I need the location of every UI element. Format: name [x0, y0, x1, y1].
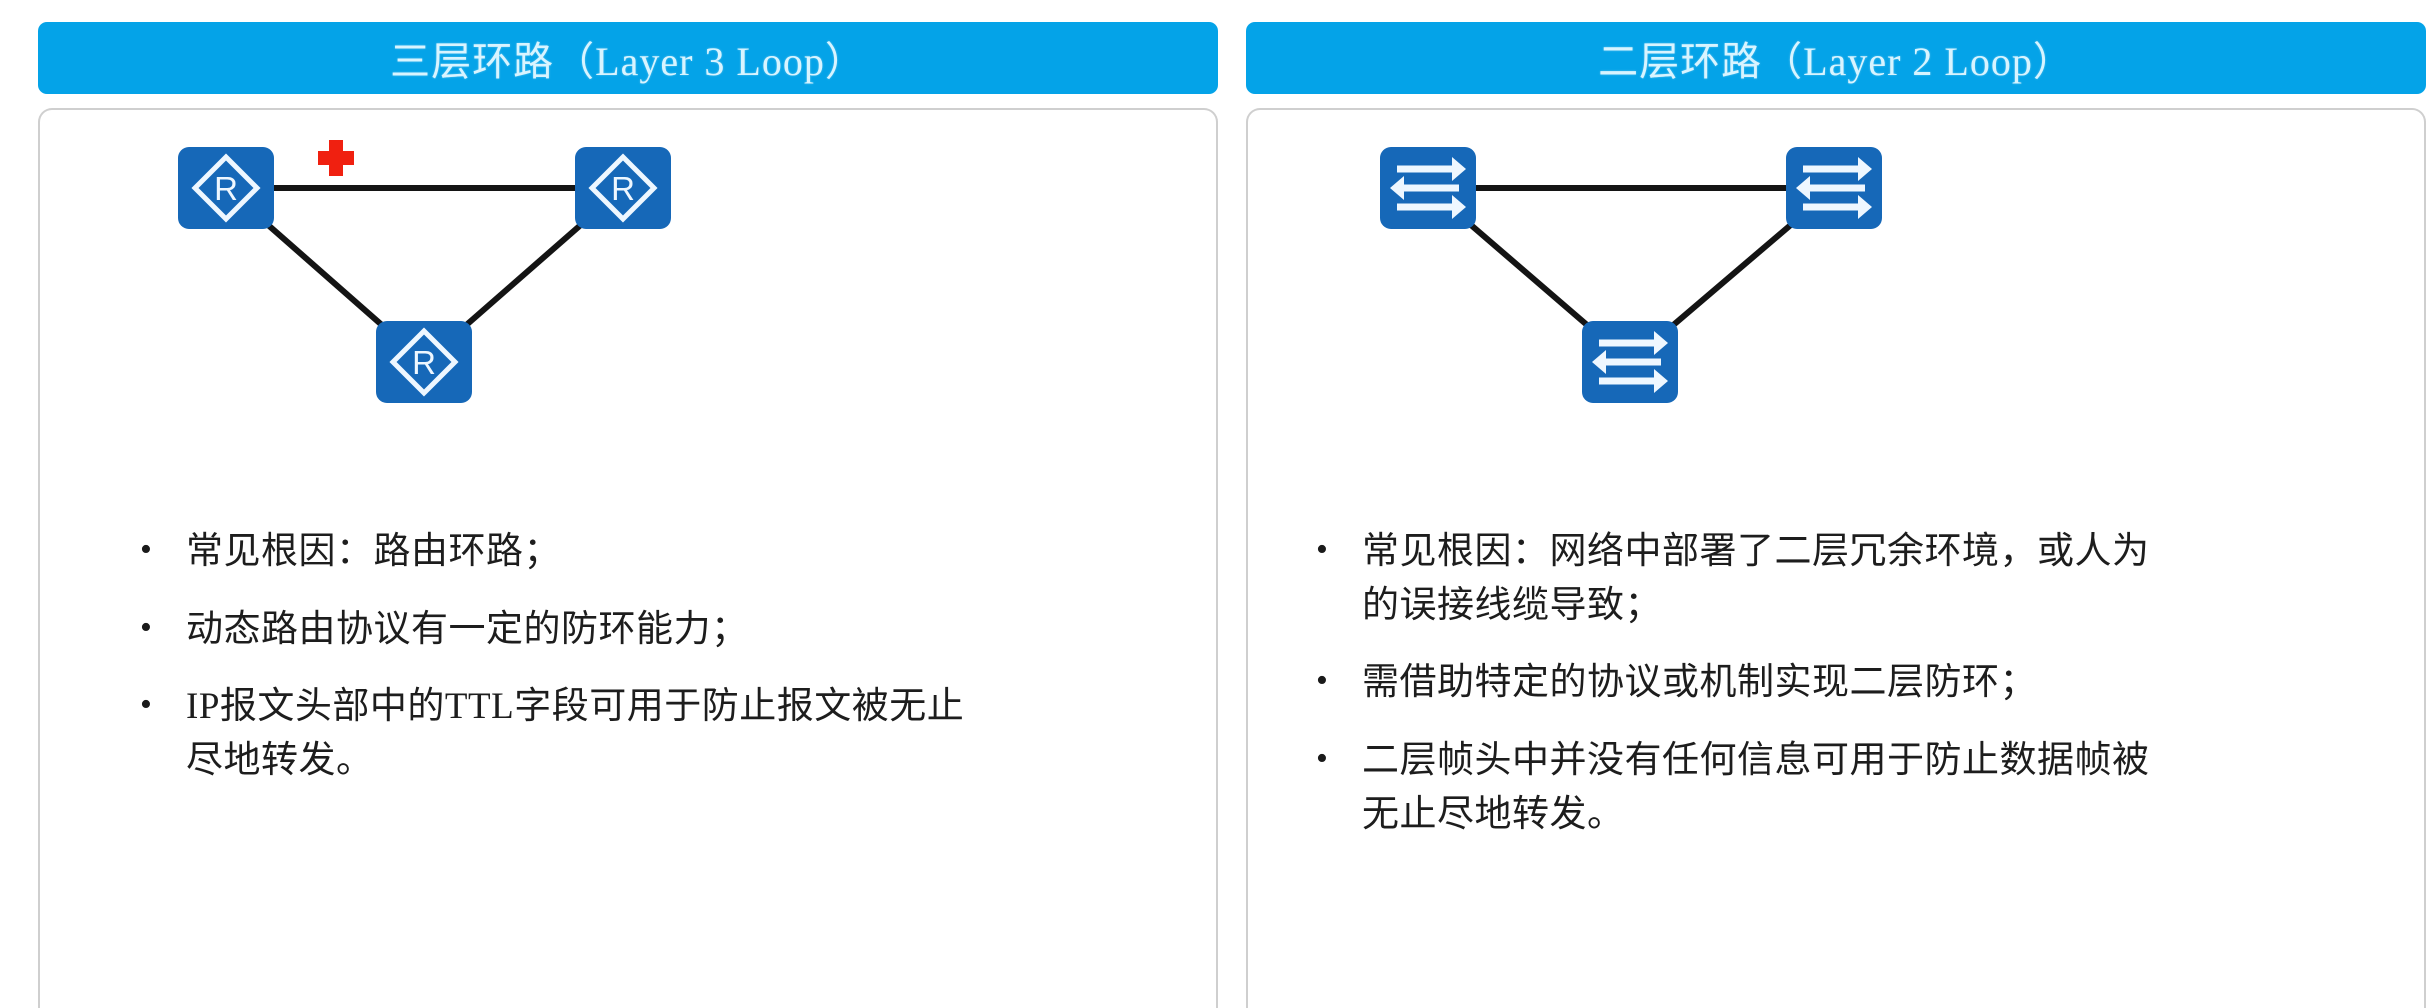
panel-body-layer2: • 常见根因：网络中部署了二层冗余环境，或人为的误接线缆导致； • 需借助特定的…: [1246, 108, 2426, 1008]
bullet-dot-icon: •: [140, 531, 152, 568]
comparison-slide: 三层环路（Layer 3 Loop） R: [38, 0, 2426, 1008]
diagram-layer2-topology: [1248, 110, 2426, 540]
bullet-text: IP报文头部中的TTL字段可用于防止报文被无止尽地转发。: [186, 686, 965, 781]
panel-layer2-loop: 二层环路（Layer 2 Loop）: [1246, 0, 2426, 1008]
panel-layer3-loop: 三层环路（Layer 3 Loop） R: [38, 0, 1218, 1008]
panel-title-layer3: 三层环路（Layer 3 Loop）: [390, 39, 866, 84]
bullet-dot-icon: •: [140, 686, 152, 724]
bullet-dot-icon: •: [1316, 739, 1328, 777]
list-item: • IP报文头部中的TTL字段可用于防止报文被无止尽地转发。: [140, 680, 1160, 787]
list-item: • 动态路由协议有一定的防环能力；: [140, 603, 1160, 657]
bullet-text: 动态路由协议有一定的防环能力；: [186, 608, 749, 650]
panel-title-layer2: 二层环路（Layer 2 Loop）: [1598, 39, 2074, 84]
switch-node-bottom: [1582, 321, 1678, 403]
panel-header-layer2: 二层环路（Layer 2 Loop）: [1246, 22, 2426, 94]
list-item: • 常见根因：网络中部署了二层冗余环境，或人为的误接线缆导致；: [1316, 525, 2388, 632]
bullet-list-layer2: • 常见根因：网络中部署了二层冗余环境，或人为的误接线缆导致； • 需借助特定的…: [1248, 525, 2424, 865]
bullet-text: 需借助特定的协议或机制实现二层防环；: [1362, 662, 2037, 704]
bullet-text: 二层帧头中并没有任何信息可用于防止数据帧被无止尽地转发。: [1362, 739, 2150, 835]
panel-body-layer3: R: [38, 108, 1218, 1008]
diagram-layer3-topology: R: [40, 110, 1218, 540]
bullet-dot-icon: •: [1316, 662, 1328, 700]
list-item: • 二层帧头中并没有任何信息可用于防止数据帧被无止尽地转发。: [1316, 734, 2388, 841]
list-item: • 常见根因：路由环路；: [140, 525, 1160, 579]
list-item: • 需借助特定的协议或机制实现二层防环；: [1316, 656, 2388, 710]
router-node-bottom: [376, 321, 472, 403]
switch-node-top-left: [1380, 147, 1476, 229]
bullet-text: 常见根因：路由环路；: [186, 531, 561, 572]
router-node-top-right: [575, 147, 671, 229]
bullet-dot-icon: •: [140, 608, 152, 646]
bullet-list-layer3: • 常见根因：路由环路； • 动态路由协议有一定的防环能力； • IP报文头部中…: [40, 525, 1216, 812]
bullet-text: 常见根因：网络中部署了二层冗余环境，或人为的误接线缆导致；: [1362, 531, 2150, 626]
bullet-dot-icon: •: [1316, 531, 1328, 568]
router-node-top-left: [178, 147, 274, 229]
panel-header-layer3: 三层环路（Layer 3 Loop）: [38, 22, 1218, 94]
loop-fault-marker-icon: [318, 140, 354, 176]
switch-node-top-right: [1786, 147, 1882, 229]
